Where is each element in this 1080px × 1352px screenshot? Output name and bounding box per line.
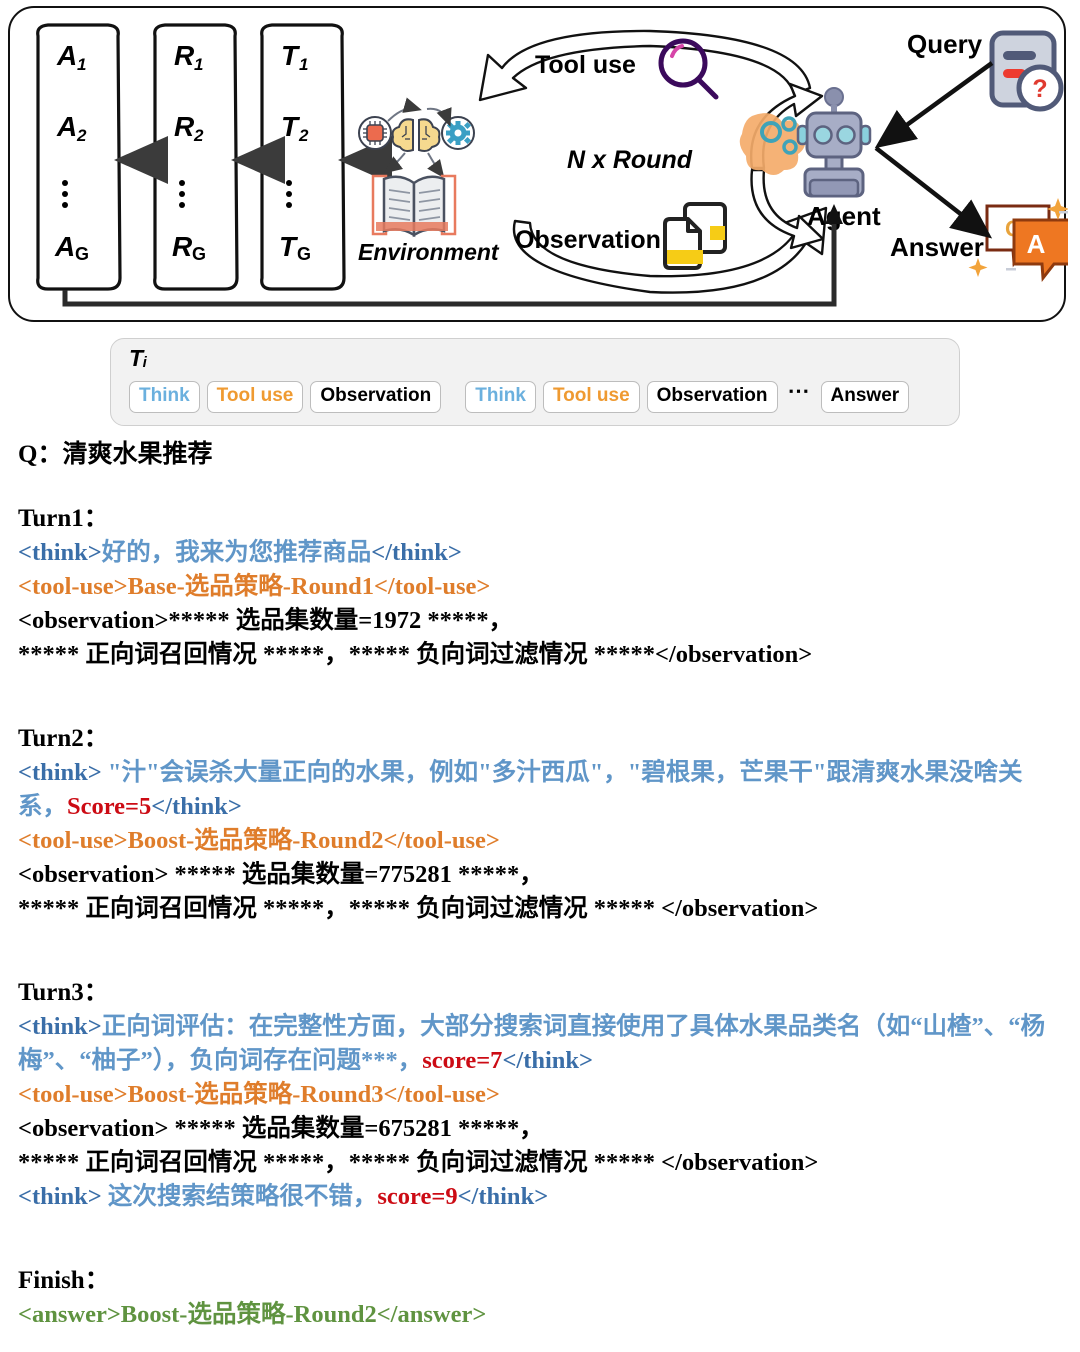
svg-text:?: ? [1032, 75, 1047, 103]
environment-label: Environment [358, 239, 500, 265]
turn2-block: Turn2： <think> "汁"会误杀大量正向的水果，例如"多汁西瓜"，"碧… [18, 722, 1064, 926]
answer-label: Answer [890, 232, 984, 262]
svg-text:R: R [174, 111, 195, 142]
agent-label: Agent [807, 201, 881, 231]
turn1-observation-line-2: ***** 正向词召回情况 *****，***** 负向词过滤情况 *****<… [18, 641, 813, 668]
svg-text:A: A [56, 40, 77, 71]
timeline-chip-row: Think Tool use Observation Think Tool us… [129, 378, 910, 413]
turn2-think-open-tag: <think> [18, 759, 102, 786]
svg-text:2: 2 [76, 126, 87, 145]
turn3-finish-spacer [18, 1234, 1064, 1264]
timeline-title-letter: T [129, 345, 143, 371]
timeline-title-subscript: i [142, 354, 147, 371]
magnifier-icon [658, 38, 719, 100]
n-x-round-label: N x Round [567, 146, 693, 174]
turn3-heading: Turn3： [18, 979, 109, 1006]
svg-text:2: 2 [298, 126, 309, 145]
turn2-think-close-tag: </think> [151, 793, 242, 820]
svg-text:R: R [174, 40, 195, 71]
turn1-think-close-tag: </think> [371, 539, 462, 566]
agent-robot-icon [739, 87, 872, 198]
chip-think-2[interactable]: Think [465, 381, 536, 413]
rollout-diagram-panel: A 1 A 2 A G R 1 R 2 R G T 1 T 2 T G [8, 6, 1068, 322]
turn3-block: Turn3： <think>正向词评估：在完整性方面，大部分搜索词直接使用了具体… [18, 976, 1064, 1214]
turn2-observation-line-1: <observation> ***** 选品集数量=775281 *****， [18, 861, 544, 888]
svg-text:A: A [56, 111, 77, 142]
turn1-turn2-spacer [18, 692, 1064, 722]
tool-use-label: Tool use [535, 51, 636, 79]
turn1-heading: Turn1： [18, 505, 109, 532]
turn3-score: score=7 [422, 1047, 503, 1074]
query-label: Query [907, 29, 983, 59]
environment-icon [358, 97, 475, 238]
transcript: Q：清爽水果推荐 Turn1： <think>好的，我来为您推荐商品</thin… [18, 438, 1064, 1352]
rewards-column: R 1 R 2 R G [153, 23, 239, 291]
actions-column: A 1 A 2 A G [36, 23, 122, 291]
svg-text:1: 1 [299, 55, 308, 74]
chip-tool-use-1[interactable]: Tool use [206, 381, 304, 413]
turn1-think-text: 好的，我来为您推荐商品 [101, 539, 372, 566]
observation-label: Observation [515, 226, 661, 254]
chip-tool-use-2[interactable]: Tool use [542, 381, 640, 413]
turn1-think-line: <think>好的，我来为您推荐商品</think> [18, 536, 1064, 570]
svg-text:A: A [54, 231, 75, 262]
turn1-observation-line-1: <observation>***** 选品集数量=1972 *****， [18, 607, 514, 634]
turn2-heading: Turn2： [18, 725, 109, 752]
turn3-think-close-tag: </think> [502, 1047, 594, 1074]
turn3-think-line: <think>正向词评估：在完整性方面，大部分搜索词直接使用了具体水果品类名（如… [18, 1010, 1064, 1078]
feedback-loop-arrow [62, 204, 843, 307]
turn3-observation-line-2: ***** 正向词召回情况 *****，***** 负向词过滤情况 ***** … [18, 1149, 819, 1176]
finish-block: Finish： <answer>Boost-选品策略-Round2</answe… [18, 1264, 1064, 1332]
chip-ellipsis: ⋯ [787, 378, 811, 403]
query-answer-arrows [874, 61, 994, 239]
turn2-tool-use-line: <tool-use>Boost-选品策略-Round2</tool-use> [18, 827, 500, 854]
diagram-canvas: A 1 A 2 A G R 1 R 2 R G T 1 T 2 T G [36, 23, 1068, 307]
chip-think-1[interactable]: Think [129, 381, 200, 413]
question-block: Q：清爽水果推荐 [18, 438, 1064, 472]
svg-text:G: G [75, 244, 89, 264]
turn3-think-open-tag: <think> [18, 1013, 102, 1040]
svg-text:T: T [279, 231, 299, 262]
svg-text:G: G [297, 244, 311, 264]
turn-timeline-panel: Ti Think Tool use Observation Think Tool… [110, 338, 960, 426]
turn2-turn3-spacer [18, 946, 1064, 976]
svg-text:R: R [172, 231, 193, 262]
svg-text:1: 1 [77, 55, 86, 74]
timeline-title: Ti [129, 345, 147, 372]
documents-icon [663, 202, 727, 270]
chip-observation-2[interactable]: Observation [646, 381, 778, 413]
turn2-think-line: <think> "汁"会误杀大量正向的水果，例如"多汁西瓜"，"碧根果，芒果干"… [18, 756, 1064, 824]
turn3-think2-close-tag: </think> [457, 1183, 549, 1210]
svg-text:G: G [192, 244, 206, 264]
turn3-observation-line-1: <observation> ***** 选品集数量=675281 *****， [18, 1115, 544, 1142]
chip-observation-1[interactable]: Observation [310, 381, 442, 413]
turn3-think2-open-tag: <think> [18, 1183, 102, 1210]
turn1-block: Turn1： <think>好的，我来为您推荐商品</think> <tool-… [18, 502, 1064, 672]
turn2-score: Score=5 [67, 793, 152, 820]
turn3-think2-text: 这次搜索结策略很不错， [101, 1183, 378, 1210]
question-line: Q：清爽水果推荐 [18, 441, 213, 468]
finish-answer-line: <answer>Boost-选品策略-Round2</answer> [18, 1301, 487, 1328]
turn3-think-text: 正向词评估：在完整性方面，大部分搜索词直接使用了具体水果品类名（如“山楂”、“杨… [18, 1013, 1046, 1074]
turn3-tool-use-line: <tool-use>Boost-选品策略-Round3</tool-use> [18, 1081, 500, 1108]
chip-answer[interactable]: Answer [820, 381, 910, 413]
turn1-think-open-tag: <think> [18, 539, 102, 566]
svg-text:2: 2 [193, 126, 204, 145]
turn2-observation-line-2: ***** 正向词召回情况 *****，***** 负向词过滤情况 ***** … [18, 895, 819, 922]
turn3-think-line-2: <think> 这次搜索结策略很不错，score=9</think> [18, 1180, 1064, 1214]
turn3-score-2: score=9 [377, 1183, 458, 1210]
query-icon: ? [989, 30, 1064, 112]
svg-text:T: T [281, 40, 301, 71]
finish-heading: Finish： [18, 1267, 110, 1294]
trajectory-column: T 1 T 2 T G [260, 23, 346, 291]
svg-text:A: A [1027, 229, 1046, 259]
svg-text:1: 1 [194, 55, 203, 74]
svg-text:T: T [281, 111, 301, 142]
loop-arrows [478, 29, 828, 294]
turn1-tool-use-line: <tool-use>Base-选品策略-Round1</tool-use> [18, 573, 491, 600]
turn2-think-text: "汁"会误杀大量正向的水果，例如"多汁西瓜"，"碧根果，芒果干"跟清爽水果没啥关… [18, 759, 1023, 820]
answer-icon: Q A [968, 198, 1068, 282]
